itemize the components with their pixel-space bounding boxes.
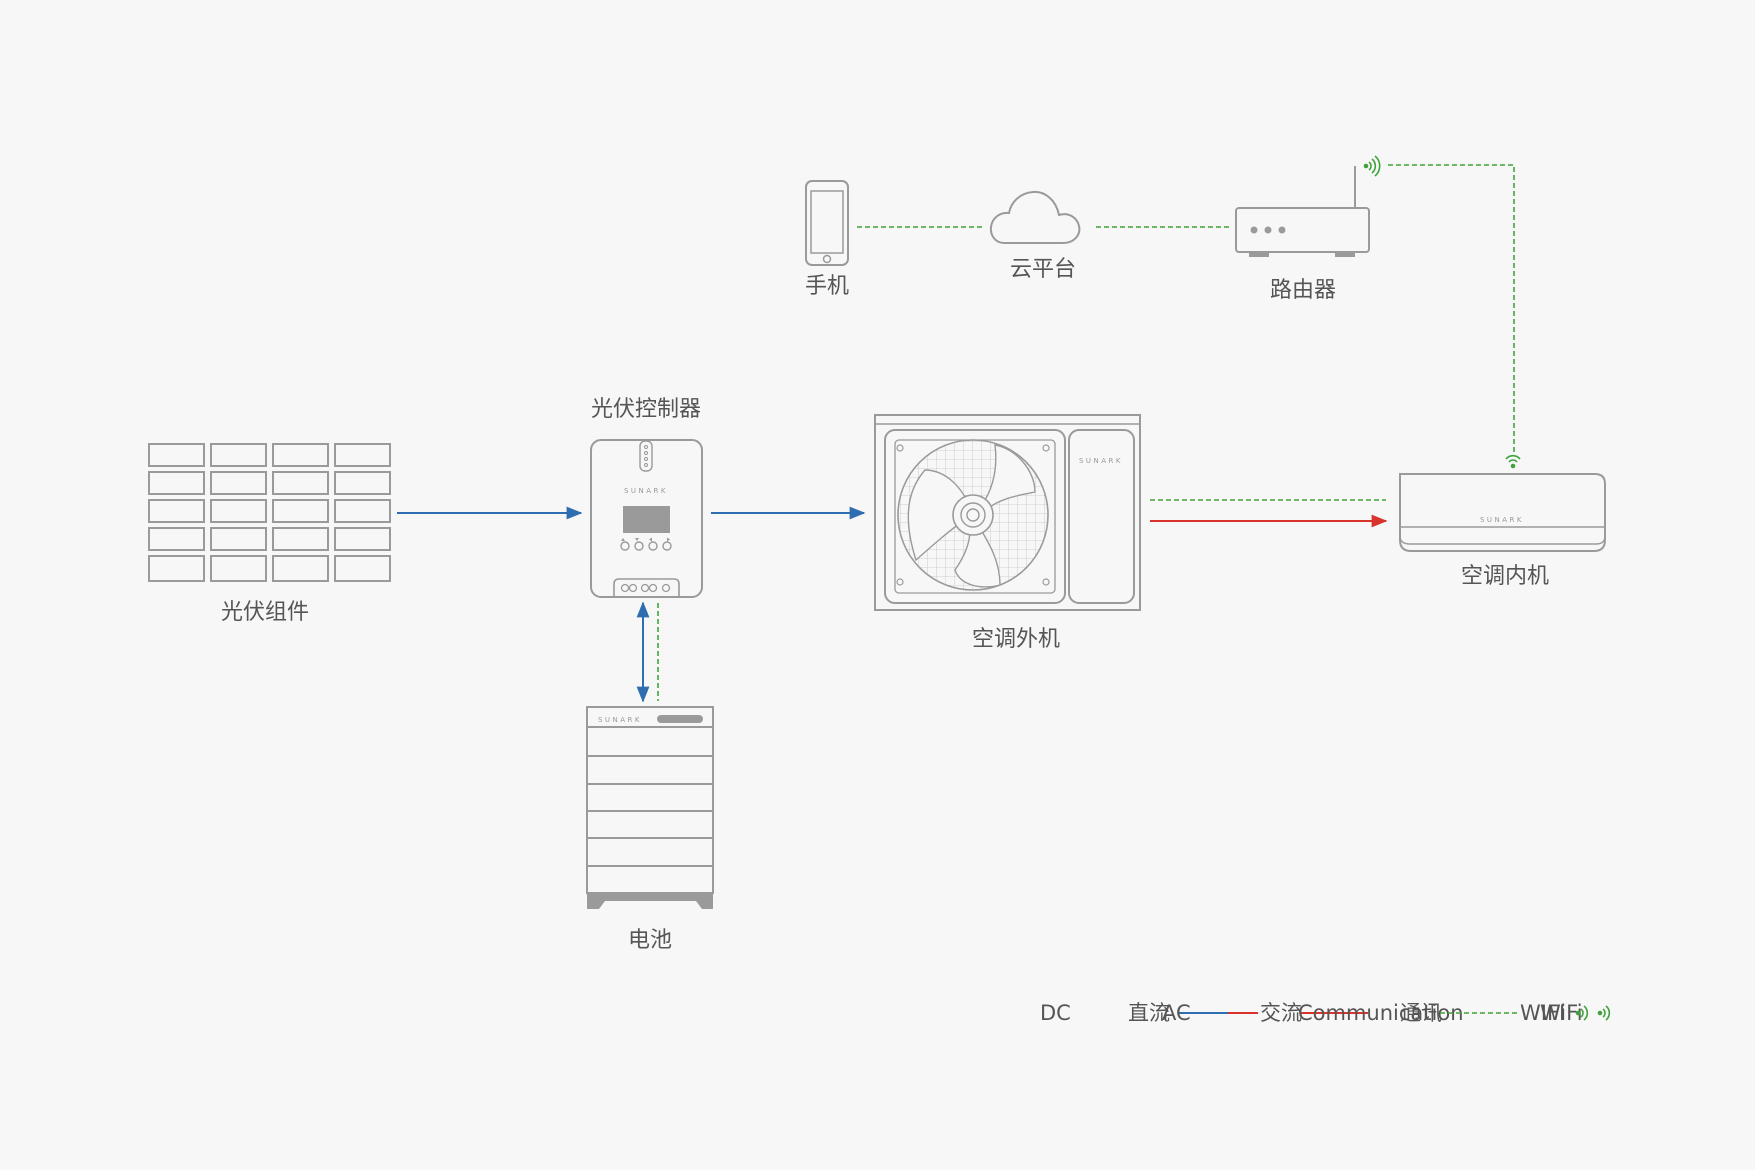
legend-comm-en: Communication — [1298, 1001, 1464, 1025]
battery-brand: SUNARK — [598, 716, 642, 724]
battery-label: 电池 — [628, 928, 672, 953]
legend-wifi-icon — [1575, 1005, 1611, 1021]
legend-item-dc: DC 直流 — [1040, 1001, 1228, 1025]
legend-ac-en: AC — [1162, 1001, 1191, 1025]
pv-controller-label: 光伏控制器 — [591, 397, 701, 422]
phone-icon — [805, 180, 849, 266]
cloud-icon — [989, 190, 1081, 244]
pv-panel-icon — [148, 443, 391, 582]
router-icon — [1235, 166, 1370, 257]
ac-indoor-brand: SUNARK — [1480, 516, 1524, 524]
pv-controller-icon — [590, 439, 703, 598]
battery-icon — [586, 706, 714, 909]
router-wifi-signal-icon — [1363, 155, 1381, 177]
ac-outdoor-unit-icon — [874, 414, 1141, 611]
ac-indoor-unit-icon — [1399, 473, 1606, 552]
pv-panel-label: 光伏组件 — [221, 600, 309, 625]
legend-wifi-zh: WiFi — [1540, 1001, 1583, 1025]
legend-ac-zh: 交流 — [1260, 1001, 1302, 1025]
legend-item-comm: Communication 通讯 — [1298, 1001, 1518, 1025]
router-indoor-wifi-line — [1388, 164, 1515, 453]
legend-item-ac: AC 交流 — [1162, 1001, 1368, 1025]
ac-indoor-wifi-icon — [1505, 454, 1521, 469]
legend: DC 直流 AC 交流 Communication 通讯 WIFI WiFi — [1040, 1001, 1611, 1025]
legend-item-wifi: WIFI WiFi — [1520, 1001, 1611, 1025]
router-label: 路由器 — [1270, 278, 1336, 303]
phone-label: 手机 — [805, 274, 849, 299]
legend-wifi-en: WIFI — [1520, 1001, 1565, 1025]
cloud-label: 云平台 — [1010, 257, 1076, 282]
ac-outdoor-brand: SUNARK — [1079, 457, 1123, 465]
ac-outdoor-label: 空调外机 — [972, 627, 1060, 652]
legend-dc-en: DC — [1040, 1001, 1071, 1025]
legend-comm-zh: 通讯 — [1400, 1001, 1442, 1025]
pv-controller-brand: SUNARK — [624, 487, 668, 495]
legend-dc-zh: 直流 — [1128, 1001, 1170, 1025]
ac-indoor-label: 空调内机 — [1461, 564, 1549, 589]
